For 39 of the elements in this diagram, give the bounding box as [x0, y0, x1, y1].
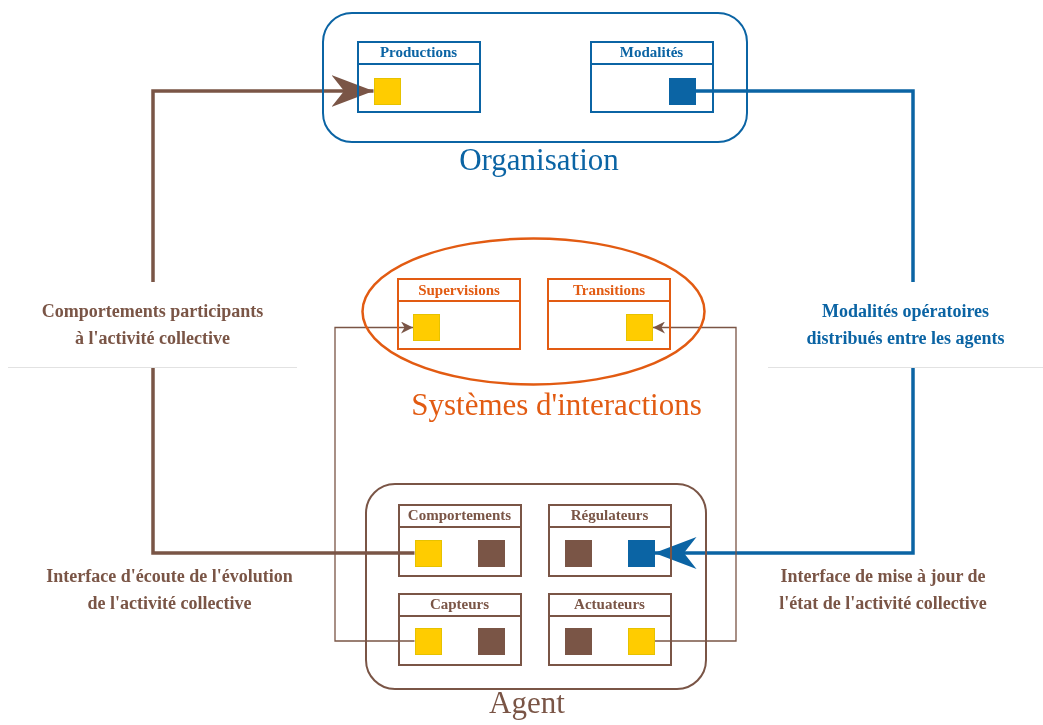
- port-marker: [414, 539, 442, 567]
- port-marker: [668, 77, 696, 105]
- component-title: Capteurs: [429, 597, 490, 612]
- component-box: [547, 278, 671, 350]
- interface-note: Interface d'écoute de l'évolution de l'activité collective: [45, 565, 294, 615]
- component-title: Régulateurs: [570, 508, 649, 523]
- connector-arrow: [652, 321, 737, 642]
- port-marker: [627, 539, 655, 567]
- component-title: Supervisions: [418, 282, 500, 298]
- port-marker: [477, 539, 505, 567]
- component-box: [547, 592, 672, 666]
- edge-label: Modalités opératoires distribués entre les agents: [805, 299, 1006, 350]
- group-title: Agent: [489, 686, 565, 721]
- component-title: Modalités: [619, 45, 684, 60]
- port-marker: [414, 627, 442, 655]
- group-title: Organisation: [459, 143, 619, 178]
- port-marker: [564, 627, 592, 655]
- component-box: [397, 278, 521, 350]
- component-box: [397, 503, 522, 577]
- edge-label: Comportements participants à l'activité collective: [40, 299, 265, 350]
- port-marker: [373, 77, 401, 105]
- connector-arrow: [654, 89, 915, 569]
- component-title: Comportements: [407, 508, 512, 523]
- component-box: [589, 40, 714, 113]
- port-marker: [627, 627, 655, 655]
- port-marker: [626, 314, 653, 341]
- component-box: [356, 40, 481, 113]
- component-title: Productions: [379, 45, 458, 60]
- component-box: [397, 592, 522, 666]
- component-box: [547, 503, 672, 577]
- connector-arrow: [151, 75, 415, 555]
- component-title: Transitions: [572, 282, 646, 298]
- group-title: Systèmes d'interactions: [411, 388, 702, 423]
- port-marker: [413, 314, 440, 341]
- port-marker: [477, 627, 505, 655]
- port-marker: [564, 539, 592, 567]
- component-title: Actuateurs: [574, 597, 645, 612]
- interface-note: Interface de mise à jour de l'état de l'activité collective: [778, 565, 988, 615]
- connector-arrow: [334, 321, 416, 642]
